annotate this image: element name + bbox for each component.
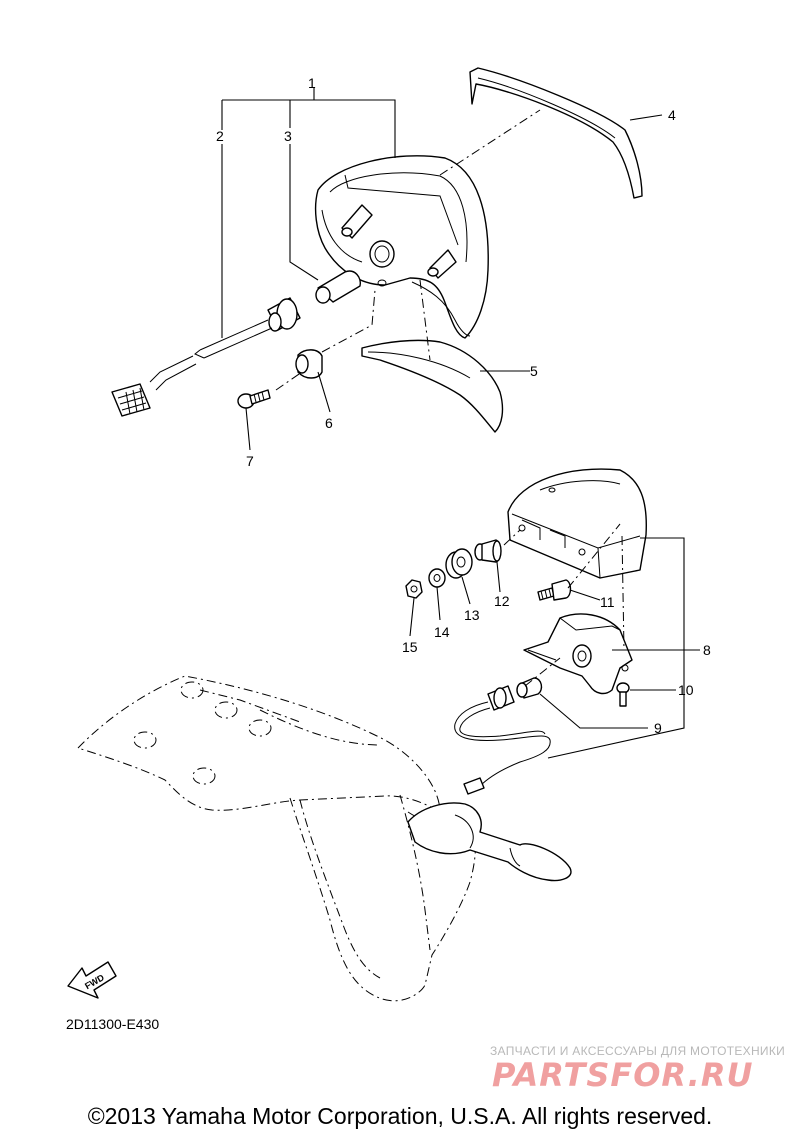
callout-2: 2: [216, 128, 224, 144]
part-7-screw: [237, 389, 271, 409]
part-15-nut: [405, 579, 423, 599]
callout-15: 15: [402, 639, 418, 655]
part-10-screw: [616, 682, 630, 707]
callout-12: 12: [494, 593, 510, 609]
callout-7: 7: [246, 453, 254, 469]
tail-light-assembly: [314, 155, 489, 339]
license-light-housing: [507, 468, 647, 579]
callout-5: 5: [530, 363, 538, 379]
callout-8: 8: [703, 642, 711, 658]
callout-10: 10: [678, 682, 694, 698]
part-3-bulb: [315, 270, 362, 304]
part-9-bulb-wire: [454, 677, 551, 795]
part-12-pin: [474, 539, 502, 563]
watermark-tagline: ЗАПЧАСТИ И АКСЕССУАРЫ ДЛЯ МОТОТЕХНИКИ: [490, 1044, 786, 1058]
part-4-upper-cover: [469, 67, 643, 199]
copyright-notice: ©2013 Yamaha Motor Corporation, U.S.A. A…: [87, 1103, 713, 1129]
part-2-socket-harness: [111, 297, 301, 417]
callout-11: 11: [600, 594, 615, 610]
part-6-grommet: [295, 349, 323, 379]
part-5-lower-cover: [361, 339, 504, 433]
callout-4: 4: [668, 107, 676, 123]
part-14-washer: [428, 568, 446, 588]
callout-3: 3: [284, 128, 292, 144]
part-13-damper: [445, 548, 473, 579]
callout-14: 14: [434, 624, 450, 640]
callout-13: 13: [464, 607, 480, 623]
leader-lines: [221, 88, 700, 759]
part-8-license-light-unit: [523, 613, 633, 695]
callout-labels: 1 2 3 4 5 6 7 8 9 10 11 12 13 14 15: [216, 75, 711, 736]
callout-6: 6: [325, 415, 333, 431]
diagram-code: 2D11300-E430: [66, 1016, 160, 1032]
callout-1: 1: [308, 75, 316, 91]
turn-signal: [407, 802, 572, 882]
watermark-logo: PARTSFOR.RU: [492, 1056, 754, 1094]
callout-9: 9: [654, 720, 662, 736]
part-11-screw: [537, 579, 572, 601]
fwd-arrow-icon: FWD: [67, 961, 117, 999]
